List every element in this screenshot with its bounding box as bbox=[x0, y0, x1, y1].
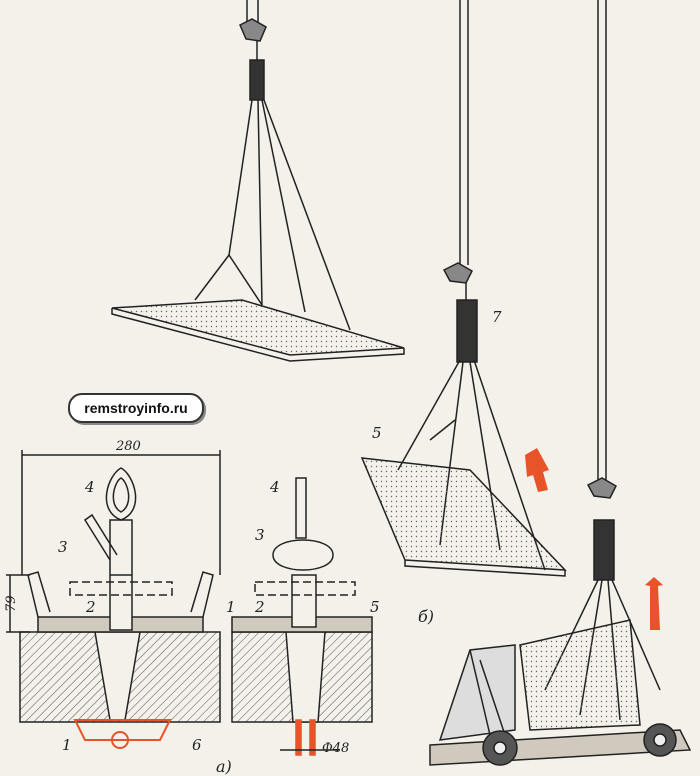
dimension-width: 280 bbox=[115, 439, 141, 454]
label-2-right: 2 bbox=[254, 598, 265, 616]
label-4-right: 4 bbox=[269, 478, 280, 496]
up-arrow-icon bbox=[525, 448, 549, 492]
label-4-left: 4 bbox=[84, 478, 95, 496]
label-5-right: 5 bbox=[370, 598, 380, 616]
label-6: 6 bbox=[192, 736, 202, 754]
label-7: 7 bbox=[492, 308, 502, 326]
dimension-diameter: Ф48 bbox=[322, 741, 349, 756]
subfigure-a: а) bbox=[216, 757, 232, 776]
up-arrow-icon bbox=[645, 577, 663, 630]
watermark-badge: remstroyinfo.ru bbox=[68, 393, 204, 423]
label-3-left: 3 bbox=[58, 538, 68, 556]
label-3-right: 3 bbox=[255, 526, 265, 544]
dimension-height: 79 bbox=[4, 595, 19, 612]
transport-trailer bbox=[429, 0, 692, 766]
right-lifted-panel bbox=[360, 0, 567, 577]
label-2-left: 2 bbox=[85, 598, 96, 616]
gripper-detail-side bbox=[231, 477, 373, 756]
gripper-detail-front bbox=[6, 450, 221, 749]
label-1-right: 1 bbox=[226, 598, 236, 616]
label-1-left: 1 bbox=[62, 736, 72, 754]
label-5-panel: 5 bbox=[372, 424, 382, 442]
top-lifted-panel bbox=[111, 0, 405, 362]
subfigure-b: б) bbox=[418, 607, 434, 626]
